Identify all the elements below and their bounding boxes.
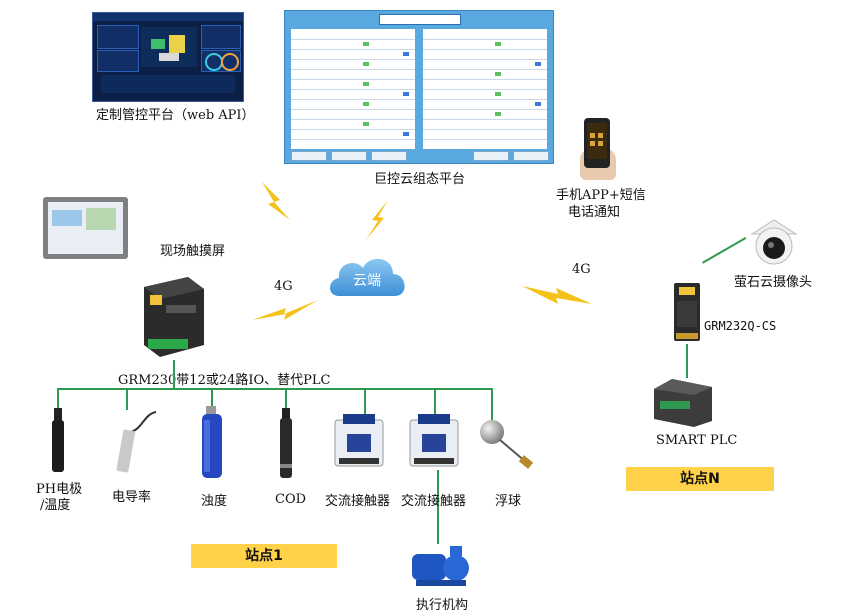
turbidity-label: 浊度 [201,494,228,509]
lightning-bolt-icon [366,200,388,240]
lightning-bolt-icon [522,286,592,304]
grm232-label: GRM232Q-CS [704,319,777,333]
pump-actuator [412,546,469,586]
mobile-notify-label-1: 手机APP+短信 [556,188,646,203]
mobile-phone-icon [580,118,616,180]
actuator-label: 执行机构 [416,598,469,613]
camera-label: 萤石云摄像头 [734,275,813,290]
station-1-badge: 站点1 [191,544,337,568]
smart-plc-label: SMART PLC [656,433,738,448]
cloud-icon: 云端 [325,248,409,304]
dome-camera-icon [746,218,802,270]
ph-electrode-sensor [52,408,64,472]
network-4g-label-left: 4G [274,279,293,294]
grm232q-module [672,283,702,343]
cod-label: COD [275,492,307,507]
contactor-2-label: 交流接触器 [401,494,467,509]
station-n-badge: 站点N [626,467,774,491]
turbidity-sensor [202,406,222,478]
contactor-1 [334,414,384,467]
touch-screen-device [43,197,128,259]
lightning-bolt-icon [252,300,318,320]
cloud-config-platform-label: 巨控云组态平台 [374,172,466,187]
touch-screen-label: 现场触摸屏 [160,244,226,259]
ph-label-2: /温度 [40,498,71,513]
contactor-2 [409,414,459,467]
lightning-bolt-icon [262,182,290,220]
grm230-module [138,275,208,360]
mobile-notify-label-2: 电话通知 [568,205,621,220]
float-ball-switch [480,420,534,469]
conductivity-label: 电导率 [112,490,152,505]
web-dashboard-screenshot [92,12,244,102]
scada-table-screenshot [284,10,554,164]
cloud-label: 云端 [353,273,381,289]
network-4g-label-right: 4G [572,262,591,277]
web-platform-label: 定制管控平台（web API） [96,108,255,123]
cod-sensor [280,408,292,478]
contactor-1-label: 交流接触器 [325,494,391,509]
grm230-label: GRM230带12或24路IO、替代PLC [118,373,331,388]
ph-label-1: PH电极 [36,482,83,497]
smart-plc-device [652,377,714,427]
conductivity-sensor [116,411,157,473]
float-ball-label: 浮球 [495,494,522,509]
